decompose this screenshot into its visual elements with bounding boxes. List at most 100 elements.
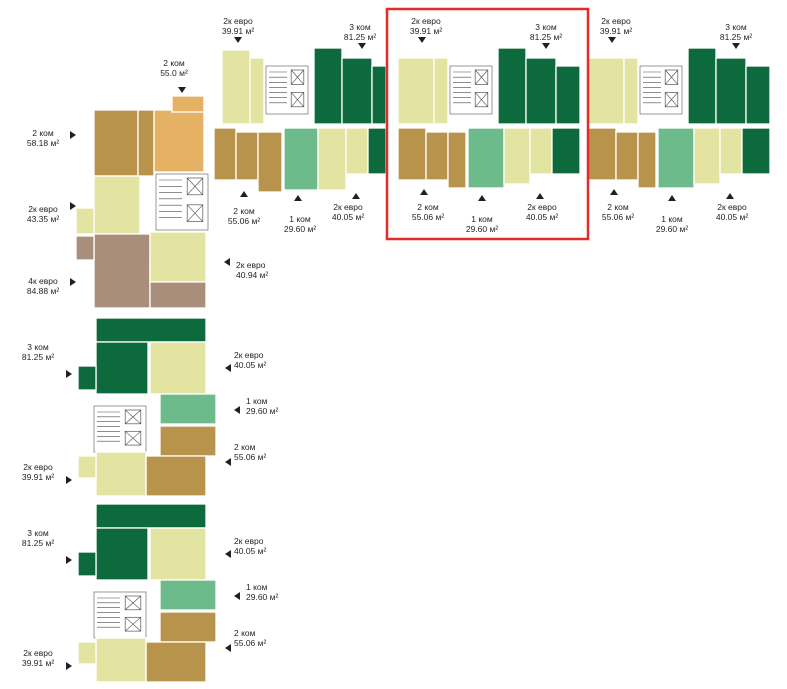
elevator-cross (125, 595, 141, 611)
section-e-arrow (66, 662, 72, 670)
section-c-apt-2k-euro-40 (693, 127, 721, 185)
corner-arrow (70, 202, 76, 210)
corner-apt-2-kom-55-0 (171, 95, 205, 113)
section-e-arrow (234, 592, 240, 600)
unit-type: 2к евро (234, 350, 264, 360)
section-a-arrow (240, 191, 248, 197)
unit-type: 2к евро (23, 648, 53, 658)
elevator-cross (664, 69, 679, 85)
section-d-apt-2-kom-55 (145, 455, 207, 497)
corner-apt-2k-euro-43 (93, 175, 141, 235)
section-a-apt-2k-euro-39 (249, 57, 265, 125)
section-b-apt-1-kom-29 (467, 127, 505, 189)
section-e-apt-2-kom-55 (159, 611, 217, 643)
unit-area: 29.60 м² (466, 224, 498, 234)
corner-apt-4k-euro-84 (93, 233, 151, 309)
section-c-arrow (732, 43, 740, 49)
section-a-apt-2k-euro-40 (345, 127, 369, 175)
section-d-apt-2-kom-55 (159, 425, 217, 457)
section-c-arrow (668, 195, 676, 201)
section-b-arrow (418, 37, 426, 43)
elevator-cross (186, 177, 204, 196)
unit-type: 2к евро (236, 260, 266, 270)
section-c-apt-2k-euro-39 (623, 57, 639, 125)
unit-area: 43.35 м² (27, 214, 59, 224)
section-d-apt-3-kom-81 (95, 317, 207, 343)
corner-apt-2-kom-58 (93, 109, 139, 177)
section-d-arrow (66, 370, 72, 378)
section-d-arrow (234, 406, 240, 414)
section-a-apt-2k-euro-40 (317, 127, 347, 191)
corner-arrow (70, 278, 76, 286)
unit-type: 1 ком (246, 396, 268, 406)
section-b-apt-2-kom-55 (397, 127, 427, 181)
section-e-arrow (225, 644, 231, 652)
unit-area: 40.05 м² (332, 212, 364, 222)
section-a-apt-2-kom-55 (257, 131, 283, 193)
section-c-apt-3-kom-81 (745, 65, 771, 125)
elevator-cross (474, 92, 489, 107)
unit-area: 39.91 м² (222, 26, 254, 36)
unit-area: 39.91 м² (600, 26, 632, 36)
unit-type: 2к евро (234, 536, 264, 546)
section-e-arrow (66, 556, 72, 564)
unit-type: 2 ком (234, 628, 256, 638)
unit-type: 1 ком (246, 582, 268, 592)
unit-area: 55.0 м² (160, 68, 188, 78)
unit-area: 29.60 м² (246, 406, 278, 416)
section-b-apt-2k-euro-40 (503, 127, 531, 185)
highlight-frame[interactable] (385, 7, 590, 241)
section-d-apt-3-kom-81 (95, 341, 149, 395)
unit-area: 40.05 м² (716, 212, 748, 222)
apartment-shapes (66, 37, 771, 683)
unit-type: 2 ком (32, 128, 54, 138)
unit-type: 2к евро (601, 16, 631, 26)
section-c-apt-2k-euro-39 (587, 57, 625, 125)
unit-type: 3 ком (725, 22, 747, 32)
unit-type: 2 ком (417, 202, 439, 212)
section-c-apt-3-kom-81 (741, 127, 771, 175)
unit-type: 2к евро (527, 202, 557, 212)
section-d-apt-2k-euro-39 (95, 451, 147, 497)
corner-arrow (224, 258, 230, 266)
elevator-cross (664, 92, 679, 107)
section-e-apt-2k-euro-39 (95, 637, 147, 683)
section-e-apt-3-kom-81 (77, 551, 97, 577)
unit-type: 2 ком (163, 58, 185, 68)
section-d-apt-2k-euro-40 (149, 341, 207, 395)
unit-type: 2к евро (23, 462, 53, 472)
unit-type: 3 ком (349, 22, 371, 32)
section-b-apt-3-kom-81 (555, 65, 581, 125)
unit-area: 81.25 м² (720, 32, 752, 42)
